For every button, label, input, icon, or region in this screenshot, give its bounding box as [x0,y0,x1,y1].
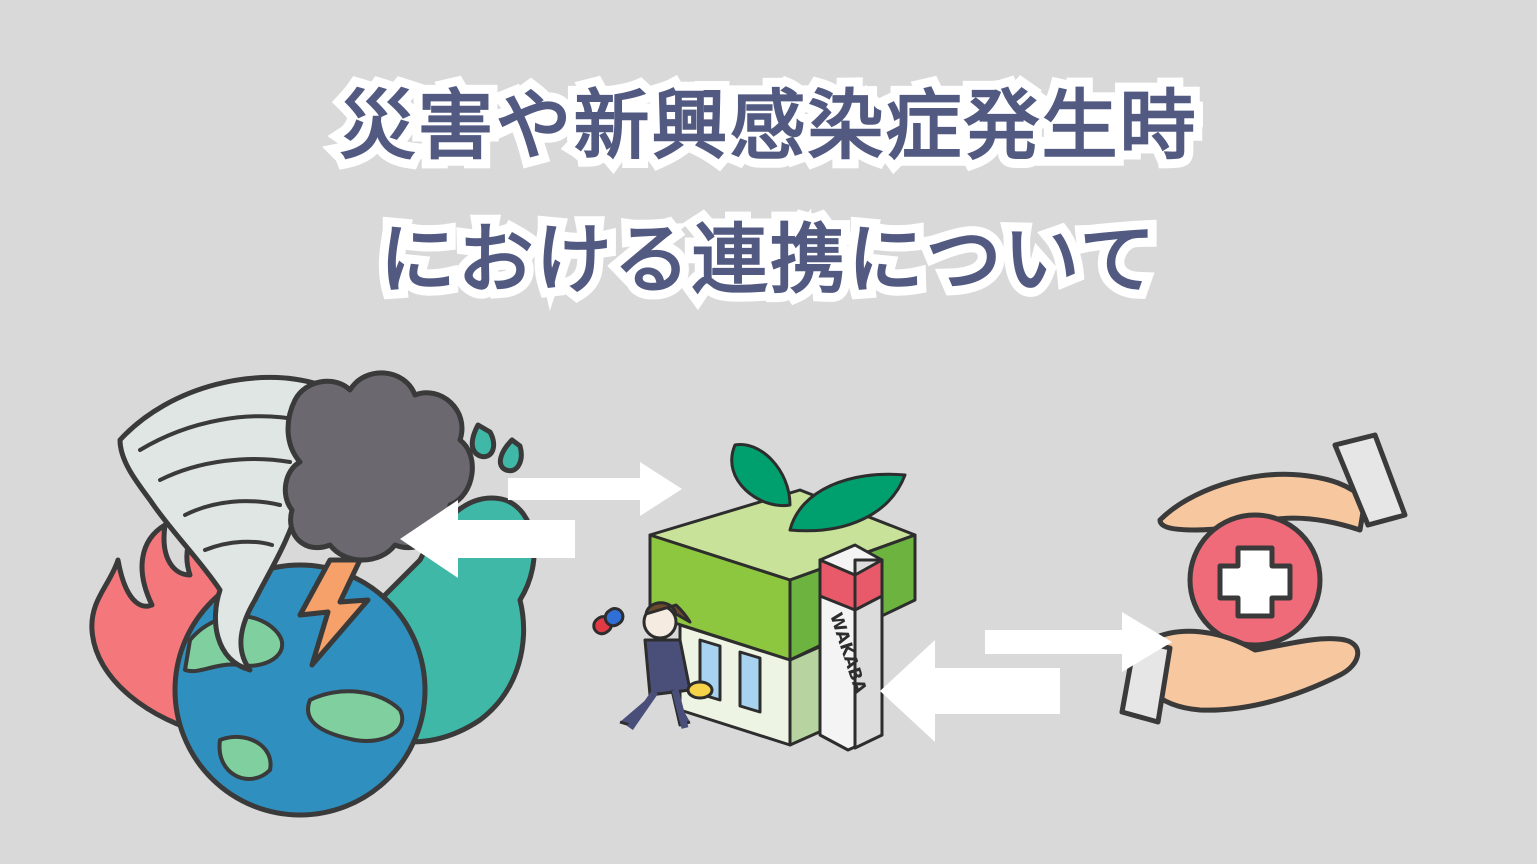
disaster-earth-icon [89,370,537,818]
arrow-left-to-store [508,462,682,516]
store-window-2 [738,650,762,714]
top-hand [1157,471,1368,533]
leaf-icon-2 [788,472,907,533]
lightning-icon [297,557,371,668]
earth-land-2 [306,689,405,743]
earth-land-3 [217,734,273,781]
coin-icon [686,680,714,700]
water-drop-icon-2 [497,437,524,474]
arrow-right-to-store [880,640,1060,742]
top-sleeve [1332,432,1408,528]
title-text-1: 災害や新興感染症発生時 [331,79,1205,173]
tornado-icon [117,374,327,673]
leaf-icon [730,442,792,508]
arrow-store-to-right [985,612,1172,672]
pharmacist-figure [592,601,714,730]
title-line-2: における連携について [0,213,1537,307]
arrow-store-to-left [400,500,575,578]
earth-globe [172,562,428,818]
medical-cross-icon [1217,545,1293,619]
medical-care-hands-icon [1119,432,1408,725]
title-text-2: における連携について [371,213,1165,307]
capsule-icon [592,607,625,636]
title-line-1: 災害や新興感染症発生時 [0,79,1537,173]
pharmacy-store-icon: WAKABA [592,442,917,752]
bottom-hand [1147,628,1360,713]
water-drop-icon [469,422,497,460]
